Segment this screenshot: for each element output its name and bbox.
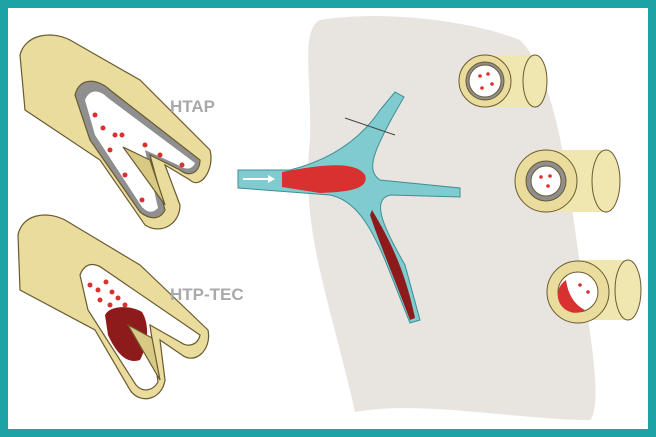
cross-section-htap bbox=[458, 54, 548, 108]
cross-section-normal bbox=[514, 149, 621, 213]
lung-silhouette bbox=[308, 16, 596, 420]
cross-section-htp-tec bbox=[546, 259, 642, 324]
label-htap: HTAP bbox=[170, 97, 216, 116]
pulmonary-artery-branch bbox=[237, 91, 461, 324]
htap-vessel-illustration bbox=[19, 34, 212, 230]
label-htp-tec: HTP-TEC bbox=[170, 285, 244, 304]
htp-tec-vessel-illustration bbox=[17, 214, 210, 400]
